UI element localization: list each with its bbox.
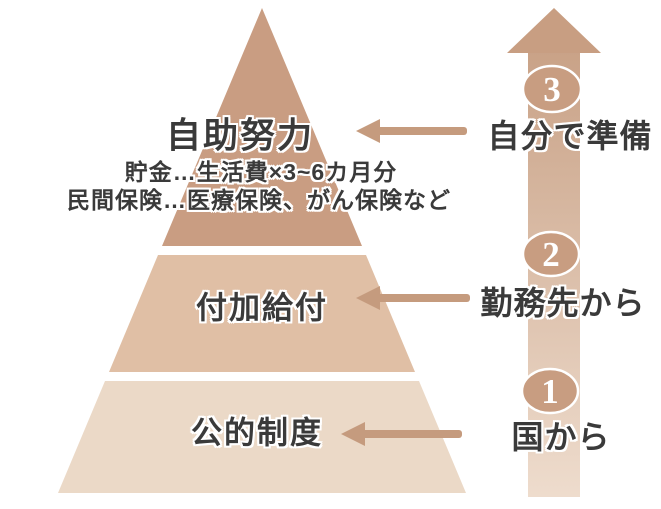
pointer-arrow-middle xyxy=(356,286,470,310)
step-circle-2-number: 2 xyxy=(542,235,560,274)
up-arrow-head xyxy=(507,8,601,53)
pointer-arrow-bottom-shaft xyxy=(361,430,462,438)
pyramid-tier-middle-shape xyxy=(109,255,415,372)
pointer-arrow-top-head xyxy=(356,119,380,143)
step-circle-3-number: 3 xyxy=(543,70,561,109)
pointer-arrow-bottom xyxy=(341,422,462,446)
pyramid-tier-top-shape xyxy=(162,8,362,246)
pointer-arrow-middle-shaft xyxy=(376,294,470,302)
step-circle-2-shape xyxy=(521,230,581,278)
step-circle-2: 2 xyxy=(521,230,581,278)
step-circle-1: 1 xyxy=(520,367,580,415)
step-circle-1-number: 1 xyxy=(541,372,559,411)
step-circle-1-shape xyxy=(520,367,580,415)
pointer-arrow-middle-head xyxy=(356,286,380,310)
tier-top-label: 自助努力 xyxy=(165,116,315,156)
step-circle-3-shape xyxy=(521,64,583,114)
pointer-arrow-top-shaft xyxy=(376,127,467,135)
step-1-label: 国から xyxy=(511,419,611,455)
pyramid-tier-bottom-shape xyxy=(58,381,466,493)
pointer-arrow-top xyxy=(356,119,467,143)
pointer-arrow-bottom-head xyxy=(341,422,365,446)
step-3-label: 自分で準備 xyxy=(487,118,653,154)
step-circle-3: 3 xyxy=(521,64,583,114)
tier-bottom-label: 公的制度 xyxy=(191,415,323,451)
tier-middle-label: 付加給付 xyxy=(196,290,328,326)
step-2-label: 勤務先から xyxy=(480,285,646,321)
tier-top-detail-insurance: 民間保険…医療保険、がん保険など xyxy=(67,187,451,213)
tier-top-detail-savings: 貯金…生活費×3~6カ月分 xyxy=(124,159,398,185)
